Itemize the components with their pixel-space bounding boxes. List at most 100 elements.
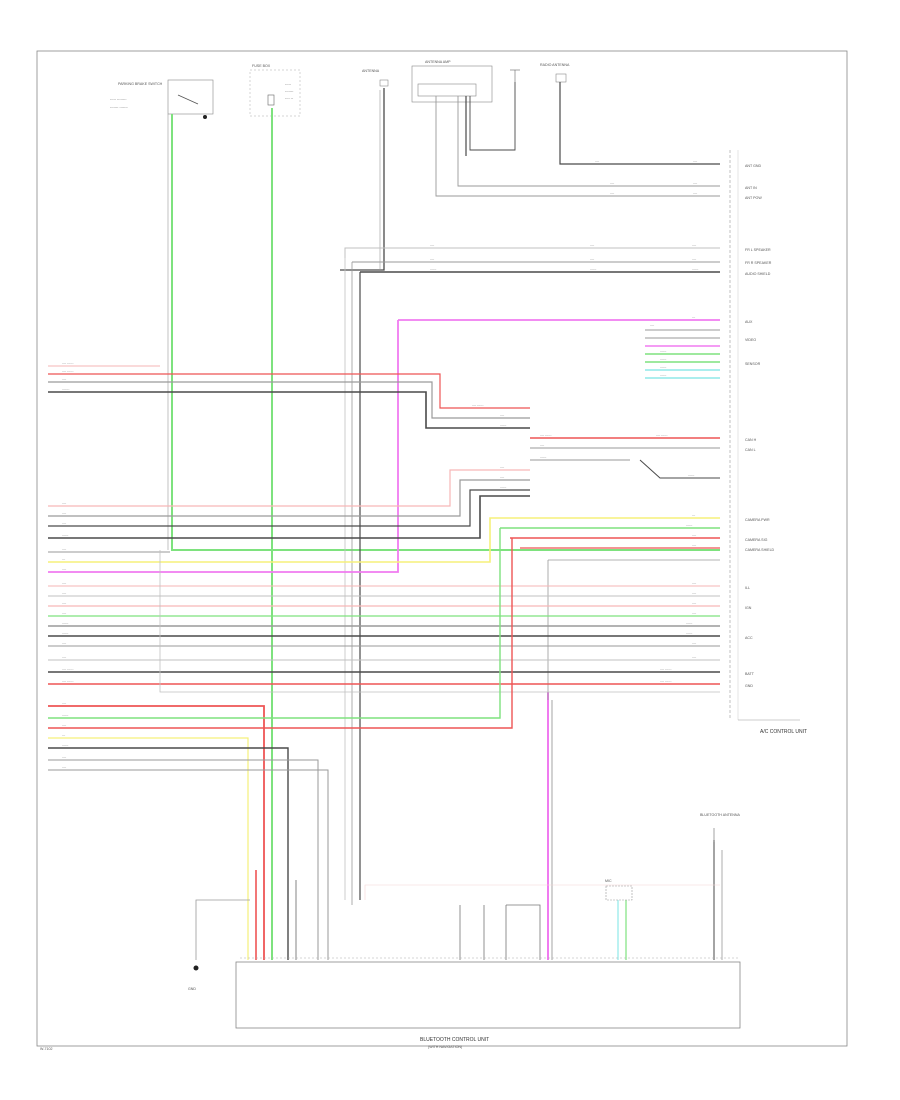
right-signal-label-14: BATT <box>745 672 755 676</box>
svg-text:----: ---- <box>62 501 66 505</box>
switch-label: PARKING BRAKE SWITCH <box>118 82 163 86</box>
svg-text:----: ---- <box>590 257 594 261</box>
svg-text:---- ------: ---- ------ <box>660 667 672 671</box>
svg-text:------: ------ <box>62 631 68 635</box>
svg-text:---- ------: ---- ------ <box>656 433 668 437</box>
right-unit-label: A/C CONTROL UNIT <box>760 729 807 735</box>
antenna-amp: ANTENNA AMP ANTENNA <box>362 60 493 103</box>
svg-text:----: ---- <box>62 377 66 381</box>
bluetooth-antenna: BLUETOOTH ANTENNA <box>700 813 740 842</box>
svg-text:----: ---- <box>62 567 66 571</box>
svg-text:----: ---- <box>692 533 696 537</box>
svg-text:------: ------ <box>660 357 666 361</box>
right-pin-label-1: ANT IN <box>745 186 757 190</box>
svg-text:---- ------: ---- ------ <box>62 369 74 373</box>
svg-text:----- --------: ----- -------- <box>110 97 127 101</box>
svg-text:----: ---- <box>590 243 594 247</box>
bottom-control-unit: BLUETOOTH CONTROL UNIT (WITH NAVIGATION) <box>235 957 741 1049</box>
svg-text:----: ---- <box>610 181 614 185</box>
diagram-frame <box>36 50 848 1047</box>
mic-label: MIC <box>605 879 612 883</box>
radio-antenna: RADIO ANTENNA <box>510 63 570 83</box>
svg-text:----: ---- <box>62 723 66 727</box>
svg-text:----: ---- <box>692 655 696 659</box>
svg-text:----: ---- <box>692 591 696 595</box>
bt-antenna-label: BLUETOOTH ANTENNA <box>700 813 740 817</box>
svg-text:----: ---- <box>430 243 434 247</box>
svg-text:----: ---- <box>62 581 66 585</box>
svg-text:----: ---- <box>62 521 66 525</box>
svg-text:----: ---- <box>62 547 66 551</box>
svg-text:---- ------: ---- ------ <box>660 679 672 683</box>
wire-green-switch <box>167 114 720 551</box>
svg-text:----: ---- <box>650 323 654 327</box>
svg-text:------: ------ <box>686 621 692 625</box>
svg-text:----: ---- <box>62 591 66 595</box>
svg-text:------: ------ <box>660 365 666 369</box>
right-signal-label-8: CAMERA PWR <box>745 518 770 522</box>
svg-text:----: ---- <box>692 581 696 585</box>
right-signal-label-2: AUDIO SHIELD <box>745 272 771 276</box>
svg-text:------: ------ <box>62 621 68 625</box>
svg-text:-------: ------- <box>62 387 69 391</box>
bottom-unit-label: BLUETOOTH CONTROL UNIT <box>420 1037 489 1043</box>
wire-stubs-right <box>645 329 720 379</box>
right-signal-label-7: CAN L <box>745 448 756 452</box>
svg-text:----: ---- <box>540 443 544 447</box>
svg-text:----: ---- <box>62 755 66 759</box>
svg-text:-----: ----- <box>285 82 292 86</box>
right-signal-label-5: SENSOR <box>745 362 761 366</box>
svg-text:---- ------: ---- ------ <box>472 403 484 407</box>
svg-text:----: ---- <box>500 413 504 417</box>
radio-antenna-label: RADIO ANTENNA <box>540 63 570 67</box>
svg-text:----: ---- <box>62 765 66 769</box>
svg-text:----: ---- <box>693 191 697 195</box>
bottom-unit-sublabel: (WITH NAVIGATION) <box>428 1045 462 1049</box>
antenna-label: ANTENNA <box>362 69 380 73</box>
svg-text:------: ------ <box>62 533 68 537</box>
svg-text:----: ---- <box>692 257 696 261</box>
svg-text:------: ------ <box>660 373 666 377</box>
svg-text:------: ------ <box>540 455 546 459</box>
mic-component: MIC <box>605 879 633 901</box>
svg-text:----: ---- <box>430 257 434 261</box>
svg-text:------: ------ <box>686 631 692 635</box>
wire-antenna-coax <box>340 88 385 271</box>
svg-text:---- --: ---- -- <box>285 96 294 100</box>
svg-text:----: ---- <box>62 611 66 615</box>
svg-text:------: ------ <box>660 349 666 353</box>
svg-text:------: ------ <box>430 267 436 271</box>
svg-text:----: ---- <box>693 181 697 185</box>
svg-text:------: ------ <box>590 267 596 271</box>
right-signal-label-15: GND <box>745 684 753 688</box>
svg-text:----: ---- <box>692 543 696 547</box>
wire-bus-horizontal <box>48 550 720 693</box>
svg-text:----: ---- <box>62 655 66 659</box>
wire-group-bottom-left <box>48 528 513 960</box>
svg-text:------: ------ <box>692 267 698 271</box>
svg-text:----: ---- <box>692 611 696 615</box>
svg-text:---- ------: ---- ------ <box>540 433 552 437</box>
svg-text:---: --- <box>692 315 695 319</box>
right-signal-label-4: VIDEO <box>745 338 756 342</box>
right-pin-label-2: ANT POW <box>745 196 762 200</box>
right-signal-label-13: ACC <box>745 636 753 640</box>
fuse-box: FUSE BOX ----- ------- ---- -- <box>249 64 301 117</box>
svg-text:----: ---- <box>500 475 504 479</box>
svg-text:------: ------ <box>686 523 692 527</box>
wire-label-ticks: ---- ------ ---- ------ ---- ------- ---… <box>62 159 698 769</box>
svg-text:----: ---- <box>62 701 66 705</box>
ground-label: GND <box>188 987 196 991</box>
svg-text:---- ------: ---- ------ <box>62 679 74 683</box>
wire-group-left-b <box>48 469 720 700</box>
svg-text:------: ------ <box>62 743 68 747</box>
right-pin-label-0: ANT GND <box>745 164 762 168</box>
svg-text:---- ------: ---- ------ <box>62 667 74 671</box>
right-signal-label-6: CAN H <box>745 438 757 442</box>
svg-text:----: ---- <box>693 159 697 163</box>
right-signal-label-3: AUX <box>745 320 753 324</box>
right-signal-label-12: IGN <box>745 606 752 610</box>
wire-magenta <box>48 319 720 960</box>
svg-text:----: ---- <box>692 601 696 605</box>
